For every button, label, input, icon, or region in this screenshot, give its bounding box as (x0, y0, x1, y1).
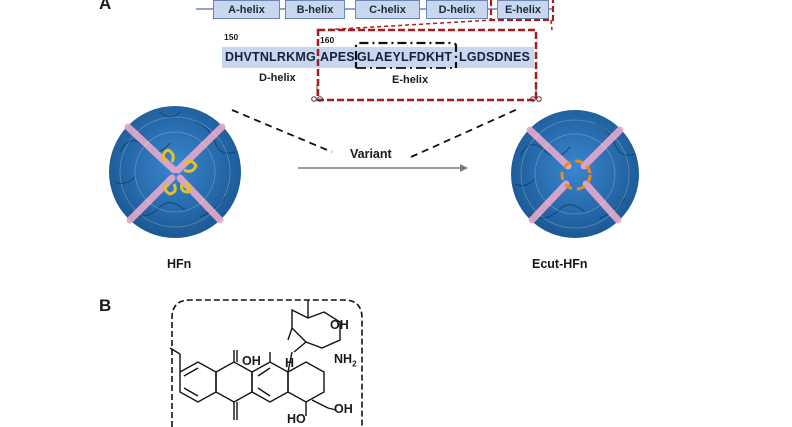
helix-b-box: B-helix (285, 0, 345, 19)
scissors-icon-right (530, 86, 542, 102)
variant-arrow-label: Variant (350, 147, 392, 161)
tertiary-hydroxyl-label: HO (287, 412, 306, 426)
stereo-h-label: H (285, 356, 295, 370)
e-helix-label: E-helix (392, 74, 429, 86)
helix-c-box: C-helix (355, 0, 420, 19)
sequence-highlight-frame (311, 28, 542, 102)
amine-nh: NH (334, 352, 353, 366)
helix-d-box: D-helix (426, 0, 488, 19)
ecut-hfn-protein-structure (511, 110, 639, 238)
seq-tail: LGDSDNES (459, 50, 531, 64)
side-hydroxyl-label: OH (334, 402, 353, 416)
hfn-label: HFn (167, 257, 192, 271)
helix-a-box: A-helix (213, 0, 280, 19)
helix-e-box: E-helix (497, 0, 549, 19)
amine-subscript: 2 (352, 359, 357, 369)
e-helix-highlight-frame (321, 0, 555, 31)
ecut-hfn-label: Ecut-HFn (532, 257, 588, 271)
scissors-icon-left (311, 85, 323, 102)
residue-number-150: 150 (224, 32, 239, 42)
d-helix-label: D-helix (259, 72, 296, 84)
hfn-protein-structure (109, 106, 241, 238)
panel-b-letter: B (99, 296, 112, 315)
seq-e-core: GLAEYLFDKHT (357, 50, 453, 64)
residue-number-160: 160 (320, 35, 335, 45)
seq-d-helix: DHVTNLRKMG (225, 50, 316, 64)
ring-hydroxyl-label: OH (242, 354, 261, 368)
seq-mid: APES (320, 50, 355, 64)
panel-a-letter: A (99, 0, 112, 13)
amine-label: NH2 (334, 352, 357, 369)
sugar-hydroxyl-label: OH (330, 318, 349, 332)
